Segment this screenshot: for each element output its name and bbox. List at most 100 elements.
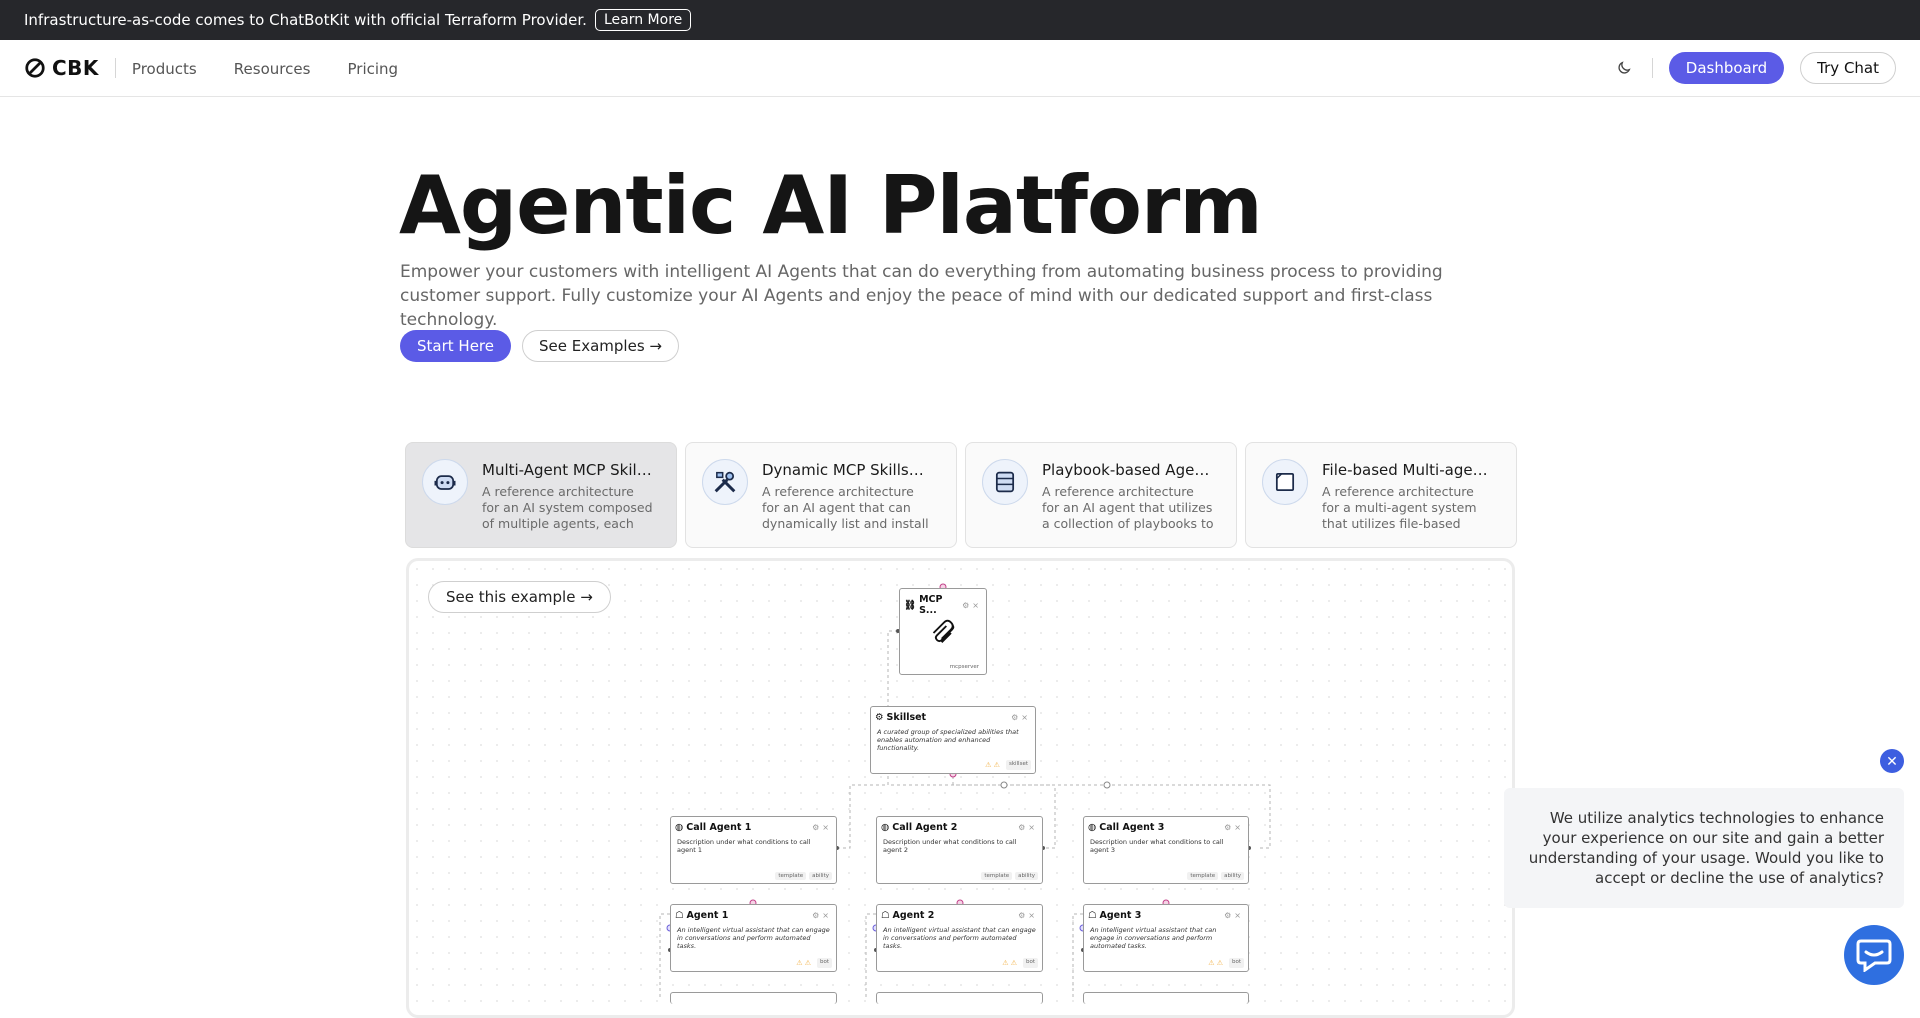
node-tag: template <box>775 872 807 880</box>
call-agent-node[interactable]: ◍Call Agent 2 ⚙× Description under what c… <box>876 816 1043 884</box>
node-controls[interactable]: ⚙× <box>1224 911 1244 920</box>
cookie-banner: We utilize analytics technologies to enh… <box>1504 788 1904 908</box>
announcement-bar: Infrastructure-as-code comes to ChatBotK… <box>0 0 1920 40</box>
try-chat-button[interactable]: Try Chat <box>1800 52 1896 84</box>
node-title: MCP S... <box>919 594 943 616</box>
main-nav: Products Resources Pricing <box>132 59 430 78</box>
agent-logo-icon: ◍ <box>1088 822 1097 833</box>
node-title: Agent 3 <box>1099 910 1142 921</box>
dashboard-button[interactable]: Dashboard <box>1668 52 1785 84</box>
learn-more-button[interactable]: Learn More <box>594 9 692 31</box>
agent-node[interactable]: ☖Agent 1 ⚙× An intelligent virtual assist… <box>670 904 837 972</box>
node-title: Skillset <box>886 712 927 723</box>
bot-icon: ☖ <box>675 910 684 921</box>
hero-title: Agentic AI Platform <box>399 159 1263 252</box>
mcp-icon: ⛓ <box>904 599 917 611</box>
node-title: Agent 2 <box>892 910 935 921</box>
example-card-dynamic-mcp[interactable]: Dynamic MCP Skillset Agent A reference a… <box>685 442 957 548</box>
agent-node[interactable]: ☖Agent 2 ⚙× An intelligent virtual assist… <box>876 904 1043 972</box>
theme-toggle-moon-icon[interactable] <box>1612 56 1636 80</box>
node-controls[interactable]: ⚙× <box>1018 911 1038 920</box>
node-tag: template <box>1187 872 1219 880</box>
divider <box>1651 58 1653 78</box>
node-controls[interactable]: ⚙× <box>1018 823 1038 832</box>
card-description: A reference architecture for an AI agent… <box>1042 484 1214 531</box>
call-agent-node[interactable]: ◍Call Agent 1 ⚙× Description under what c… <box>670 816 837 884</box>
agent-node[interactable]: ☖Agent 3 ⚙× An intelligent virtual assist… <box>1083 904 1249 972</box>
node-tag: ability <box>809 872 832 880</box>
bot-icon: ☖ <box>881 910 890 921</box>
node-controls[interactable]: ⚙× <box>812 823 832 832</box>
warning-icon: ⚠ ⚠ <box>796 959 811 967</box>
node-tag: ability <box>1015 872 1038 880</box>
warning-icon: ⚠ ⚠ <box>1208 959 1223 967</box>
see-this-example-button[interactable]: See this example → <box>428 581 611 613</box>
tools-icon <box>702 459 748 505</box>
mcp-logo-icon <box>930 619 958 650</box>
card-description: A reference architecture for an AI syste… <box>482 484 653 531</box>
agent-logo-icon: ◍ <box>675 822 684 833</box>
file-icon <box>1262 459 1308 505</box>
node-title: Call Agent 3 <box>1099 822 1165 833</box>
site-header: CBK Products Resources Pricing Dashboard… <box>0 40 1920 97</box>
see-examples-button[interactable]: See Examples → <box>522 330 679 362</box>
mcp-server-node[interactable]: ⛓ MCP S... ⚙× mcpserver <box>899 588 987 675</box>
logo[interactable]: CBK <box>24 56 99 80</box>
card-description: A reference architecture for a multi-age… <box>1322 484 1477 531</box>
card-title: Playbook-based Agent Architecture <box>1042 461 1212 479</box>
card-title: Dynamic MCP Skillset Agent <box>762 461 932 479</box>
example-card-file-based[interactable]: File-based Multi-agent System A referenc… <box>1245 442 1517 548</box>
node-controls[interactable]: ⚙× <box>1224 823 1244 832</box>
card-title: File-based Multi-agent System <box>1322 461 1492 479</box>
node-description: Description under what conditions to cal… <box>1090 838 1224 854</box>
node-title: Agent 1 <box>686 910 729 921</box>
nav-products[interactable]: Products <box>131 59 197 78</box>
chat-bubble-icon <box>1856 939 1892 972</box>
partial-node[interactable] <box>1083 992 1249 1004</box>
node-tag: ability <box>1221 872 1244 880</box>
agent-logo-icon: ◍ <box>881 822 890 833</box>
node-description: An intelligent virtual assistant that ca… <box>1090 926 1217 950</box>
card-title: Multi-Agent MCP Skillset <box>482 461 652 479</box>
logo-icon <box>25 58 45 78</box>
example-card-multi-agent[interactable]: Multi-Agent MCP Skillset A reference arc… <box>405 442 677 548</box>
playbook-icon <box>982 459 1028 505</box>
skillset-node[interactable]: ⚙ Skillset ⚙× A curated group of special… <box>870 706 1036 774</box>
warning-icon: ⚠ ⚠ <box>985 761 1000 769</box>
start-here-button[interactable]: Start Here <box>400 330 511 362</box>
skillset-icon: ⚙ <box>875 712 884 723</box>
warning-icon: ⚠ ⚠ <box>1002 959 1017 967</box>
cookie-text: We utilize analytics technologies to enh… <box>1528 809 1884 887</box>
divider <box>114 58 116 78</box>
node-tag: bot <box>1022 958 1038 968</box>
node-tag: skillset <box>1005 760 1031 770</box>
node-tag: bot <box>1228 958 1244 968</box>
partial-node[interactable] <box>670 992 837 1004</box>
node-description: A curated group of specialized abilities… <box>877 728 1019 752</box>
node-controls[interactable]: ⚙× <box>962 600 982 610</box>
chat-widget-button[interactable] <box>1844 925 1904 985</box>
node-title: Call Agent 1 <box>686 822 752 833</box>
announcement-text: Infrastructure-as-code comes to ChatBotK… <box>24 11 587 29</box>
node-description: Description under what conditions to cal… <box>677 838 811 854</box>
hero-subtitle: Empower your customers with intelligent … <box>400 262 1443 330</box>
example-card-playbook[interactable]: Playbook-based Agent Architecture A refe… <box>965 442 1237 548</box>
robot-icon <box>422 459 468 505</box>
node-tag: template <box>981 872 1013 880</box>
node-title: Call Agent 2 <box>892 822 958 833</box>
node-tag: mcpserver <box>949 664 979 670</box>
node-tag: bot <box>816 958 832 968</box>
close-cookie-button[interactable]: ✕ <box>1880 749 1904 773</box>
node-description: An intelligent virtual assistant that ca… <box>677 926 830 950</box>
card-description: A reference architecture for an AI agent… <box>762 484 929 531</box>
partial-node[interactable] <box>876 992 1043 1004</box>
logo-text: CBK <box>52 56 99 80</box>
bot-icon: ☖ <box>1088 910 1097 921</box>
node-controls[interactable]: ⚙× <box>812 911 832 920</box>
node-controls[interactable]: ⚙× <box>1011 713 1031 722</box>
node-description: Description under what conditions to cal… <box>883 838 1017 854</box>
call-agent-node[interactable]: ◍Call Agent 3 ⚙× Description under what c… <box>1083 816 1249 884</box>
nav-pricing[interactable]: Pricing <box>347 59 399 78</box>
node-description: An intelligent virtual assistant that ca… <box>883 926 1036 950</box>
nav-resources[interactable]: Resources <box>233 59 311 78</box>
